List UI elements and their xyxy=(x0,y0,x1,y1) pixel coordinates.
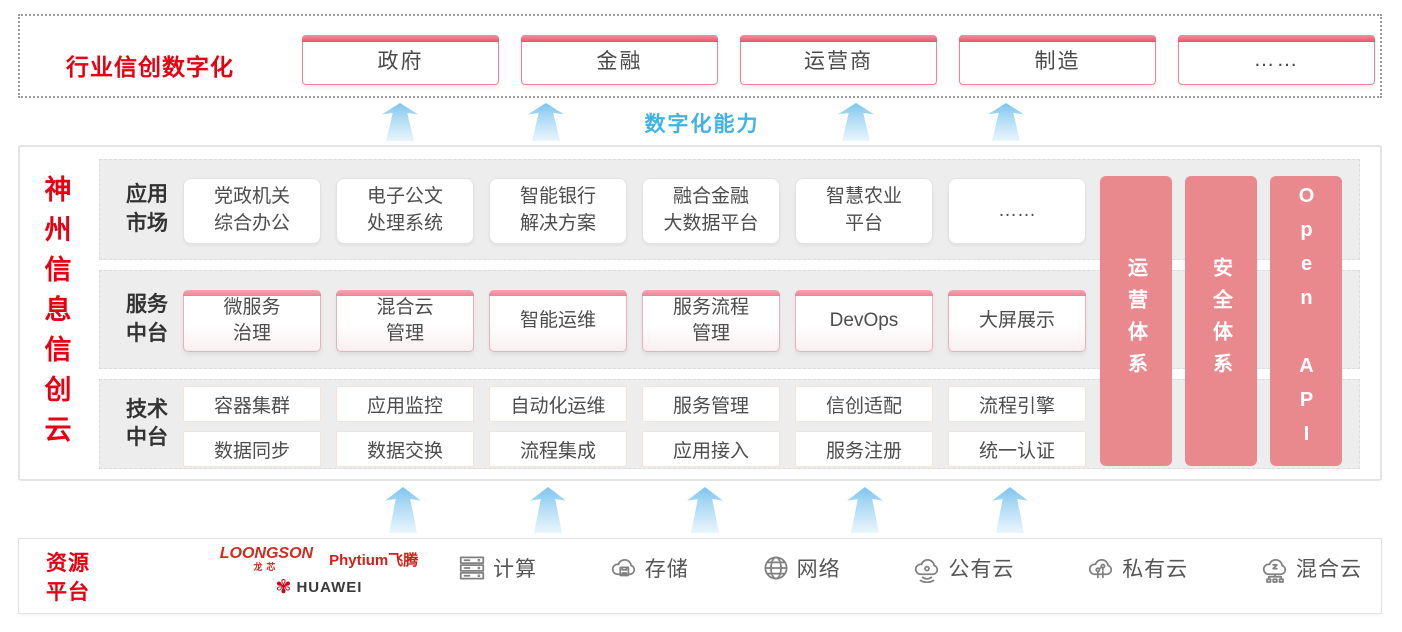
tech-platform-item[interactable]: 应用监控 xyxy=(336,386,474,422)
tech-platform-item[interactable]: 流程引擎 xyxy=(948,386,1086,422)
row-app-market-label: 应用 市场 xyxy=(126,183,168,235)
up-arrow-icon xyxy=(847,487,883,533)
app-market-item[interactable]: 智慧农业 平台 xyxy=(795,178,933,244)
up-arrow-icon xyxy=(992,487,1028,533)
industry-box-label: 运营商 xyxy=(804,50,873,73)
vendor-logos: LOONGSON 龙芯 Phytium飞腾 ✾ HUAWEI xyxy=(204,545,434,598)
service-item-topbar xyxy=(795,290,933,296)
platform-vertical-title: 神州信息信创云 xyxy=(40,175,71,455)
up-arrow-icon xyxy=(687,487,723,533)
app-market-item[interactable]: 融合金融 大数据平台 xyxy=(642,178,780,244)
resource-item: 公有云 xyxy=(912,553,1014,583)
tech-platform-item[interactable]: 应用接入 xyxy=(642,431,780,467)
resource-item: 网络 xyxy=(761,553,841,583)
huawei-flower-icon: ✾ xyxy=(275,577,292,598)
resource-item-label: 公有云 xyxy=(948,558,1015,581)
resource-item: 混合云 xyxy=(1260,553,1362,583)
up-arrow-icon xyxy=(382,103,418,141)
industry-box-label: …… xyxy=(1253,48,1300,71)
side-bar[interactable]: 安全体系 xyxy=(1185,176,1257,466)
industry-box-label: 制造 xyxy=(1034,50,1081,73)
resource-items: 计算 存储 网络 公有云 私有云 混合云 xyxy=(457,553,1362,583)
service-platform-item[interactable]: 智能运维 xyxy=(489,290,627,352)
app-market-item[interactable]: 电子公文 处理系统 xyxy=(336,178,474,244)
industry-box[interactable]: 制造 xyxy=(959,35,1156,85)
app-market-item[interactable]: …… xyxy=(948,178,1086,244)
tech-platform-item[interactable]: 自动化运维 xyxy=(489,386,627,422)
network-icon xyxy=(761,553,791,583)
side-bar[interactable]: 运营体系 xyxy=(1100,176,1172,466)
resource-item-label: 网络 xyxy=(796,558,841,581)
tech-platform-item[interactable]: 信创适配 xyxy=(795,386,933,422)
app-market-item[interactable]: 党政机关 综合办公 xyxy=(183,178,321,244)
row-tech-platform: 技术 中台 容器集群应用监控自动化运维服务管理信创适配流程引擎数据同步数据交换流… xyxy=(99,379,1360,469)
row-service-platform-label: 服务 中台 xyxy=(126,293,168,345)
service-item-topbar xyxy=(183,290,321,296)
capability-label: 数字化能力 xyxy=(644,113,760,136)
tech-platform-item[interactable]: 数据交换 xyxy=(336,431,474,467)
service-item-topbar xyxy=(336,290,474,296)
tech-platform-item[interactable]: 数据同步 xyxy=(183,431,321,467)
industry-box-topbar xyxy=(1178,35,1375,42)
side-bar[interactable]: Open API xyxy=(1270,176,1342,466)
private-cloud-icon xyxy=(1086,553,1116,583)
resource-item-label: 私有云 xyxy=(1122,558,1189,581)
resource-item-label: 存储 xyxy=(644,558,689,581)
loongson-logo-sub: 龙芯 xyxy=(253,562,280,572)
tech-platform-item[interactable]: 流程集成 xyxy=(489,431,627,467)
service-platform-item[interactable]: 大屏展示 xyxy=(948,290,1086,352)
storage-icon xyxy=(609,553,639,583)
industry-box-topbar xyxy=(302,35,499,42)
hybrid-cloud-icon xyxy=(1260,553,1290,583)
industry-box-topbar xyxy=(959,35,1156,42)
service-platform-item[interactable]: 微服务 治理 xyxy=(183,290,321,352)
phytium-logo: Phytium飞腾 xyxy=(329,552,419,569)
up-arrow-icon xyxy=(838,103,874,141)
service-item-topbar xyxy=(489,290,627,296)
up-arrow-icon xyxy=(530,487,566,533)
up-arrow-icon xyxy=(988,103,1024,141)
resource-band-title: 资源 平台 xyxy=(46,552,90,605)
industry-band-title: 行业信创数字化 xyxy=(66,54,234,80)
compute-icon xyxy=(457,553,487,583)
tech-platform-item[interactable]: 容器集群 xyxy=(183,386,321,422)
service-item-topbar xyxy=(948,290,1086,296)
industry-box[interactable]: 金融 xyxy=(521,35,718,85)
industry-box-label: 金融 xyxy=(596,50,643,73)
public-cloud-icon xyxy=(912,553,942,583)
up-arrow-icon xyxy=(528,103,564,141)
resource-item: 存储 xyxy=(609,553,689,583)
service-item-topbar xyxy=(642,290,780,296)
industry-band: 行业信创数字化 政府 金融 运营商 制造 …… xyxy=(18,14,1382,98)
service-platform-item[interactable]: DevOps xyxy=(795,290,933,352)
industry-box[interactable]: 政府 xyxy=(302,35,499,85)
service-platform-item[interactable]: 混合云 管理 xyxy=(336,290,474,352)
huawei-logo: ✾ HUAWEI xyxy=(275,577,363,598)
tech-platform-item[interactable]: 服务管理 xyxy=(642,386,780,422)
resource-item-label: 混合云 xyxy=(1295,558,1362,581)
platform-box: 神州信息信创云 应用 市场 党政机关 综合办公电子公文 处理系统智能银行 解决方… xyxy=(18,145,1382,481)
industry-box[interactable]: 运营商 xyxy=(740,35,937,85)
resource-item: 计算 xyxy=(457,553,537,583)
industry-box-label: 政府 xyxy=(377,50,424,73)
tech-platform-item[interactable]: 服务注册 xyxy=(795,431,933,467)
tech-platform-items: 容器集群应用监控自动化运维服务管理信创适配流程引擎数据同步数据交换流程集成应用接… xyxy=(183,386,1086,467)
app-market-item[interactable]: 智能银行 解决方案 xyxy=(489,178,627,244)
app-market-items: 党政机关 综合办公电子公文 处理系统智能银行 解决方案融合金融 大数据平台智慧农… xyxy=(183,178,1086,244)
service-platform-item[interactable]: 服务流程 管理 xyxy=(642,290,780,352)
up-arrow-icon xyxy=(385,487,421,533)
resource-item: 私有云 xyxy=(1086,553,1188,583)
industry-row: 政府 金融 运营商 制造 …… xyxy=(302,35,1375,85)
resource-item-label: 计算 xyxy=(493,558,537,581)
row-tech-platform-label: 技术 中台 xyxy=(126,397,168,449)
resource-band: 资源 平台 LOONGSON 龙芯 Phytium飞腾 ✾ HUAWEI 计算 存… xyxy=(18,538,1382,614)
industry-box[interactable]: …… xyxy=(1178,35,1375,85)
loongson-logo: LOONGSON 龙芯 xyxy=(219,545,314,572)
industry-box-topbar xyxy=(521,35,718,42)
industry-box-topbar xyxy=(740,35,937,42)
tech-platform-item[interactable]: 统一认证 xyxy=(948,431,1086,467)
